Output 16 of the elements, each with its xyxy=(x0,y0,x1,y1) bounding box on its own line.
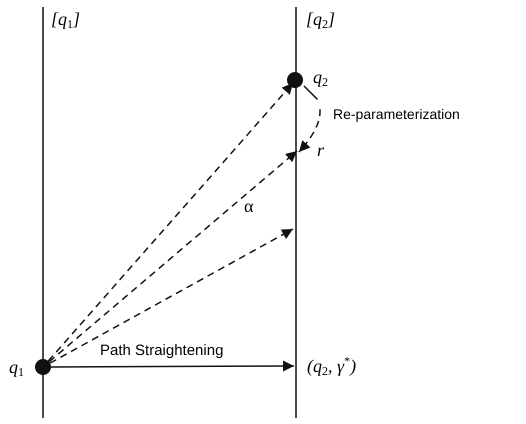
point-label: q$_{1}$ xyxy=(9,358,24,378)
edge-label: Path Straightening xyxy=(100,343,224,358)
point-label: (q$_{2}$, γ$^{*}$) xyxy=(297,355,356,377)
arrow xyxy=(48,82,294,362)
point-dot xyxy=(35,359,51,375)
point-label: q$_{2}$ xyxy=(313,68,328,88)
arrow xyxy=(51,360,294,372)
arrow xyxy=(50,228,294,364)
line-label: [q$_{2}$] xyxy=(306,10,336,30)
angle-label: α xyxy=(244,197,254,215)
arrow xyxy=(48,150,298,362)
arrow xyxy=(298,85,321,152)
point-dot xyxy=(287,72,303,88)
point-label: r xyxy=(297,141,324,159)
edge-label: Re-parameterization xyxy=(333,107,460,121)
line-label: [q$_{1}$] xyxy=(51,10,80,30)
